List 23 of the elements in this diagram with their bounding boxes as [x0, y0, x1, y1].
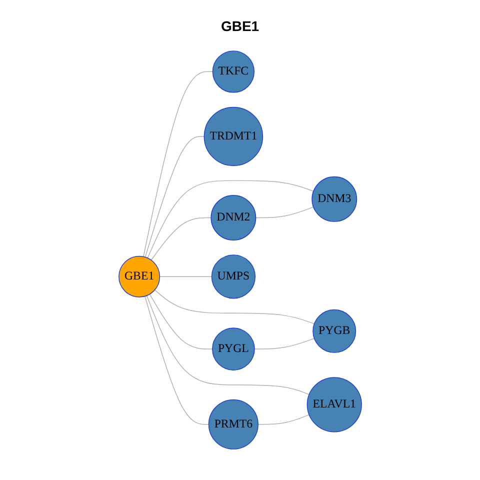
- node-circle: PYGB: [312, 309, 356, 353]
- connector: [159, 276, 212, 277]
- connector: [146, 295, 310, 395]
- node-circle: PRMT6: [208, 399, 258, 450]
- connector: [154, 290, 314, 324]
- node-circle: UMPS: [211, 254, 256, 299]
- connector: [255, 206, 314, 218]
- connector: [142, 71, 213, 258]
- connector: [146, 180, 314, 258]
- connector: [144, 136, 204, 258]
- connector: [150, 217, 212, 260]
- node-circle: DNM3: [311, 176, 357, 222]
- node-circle: GBE1: [118, 256, 160, 298]
- node-circle: DNM2: [210, 195, 256, 240]
- diagram-title: GBE1: [220, 18, 260, 34]
- node-circle: ELAVL1: [306, 377, 362, 432]
- node-circle: PYGL: [212, 328, 255, 370]
- connector: [257, 414, 310, 425]
- connector: [254, 338, 314, 350]
- connector: [149, 294, 212, 350]
- node-circle: TKFC: [212, 50, 254, 93]
- node-circle: TRDMT1: [204, 106, 263, 166]
- connector: [144, 296, 209, 425]
